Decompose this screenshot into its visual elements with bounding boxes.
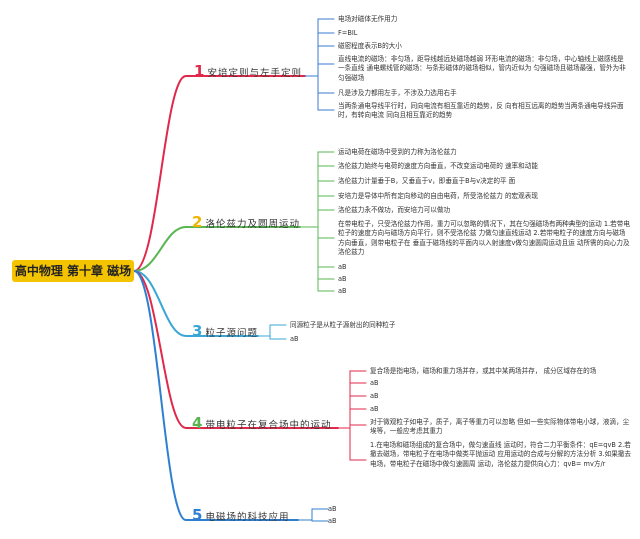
main-connector [133,270,299,521]
branch-label: 带电粒子在复合场中的运动 [205,420,332,431]
main-connector [133,270,259,337]
leaf-2-6: 在带电粒子，只受洛伦兹力作用，重力可以忽略的情况下，其在匀强磁场有两种典型的运动… [338,220,630,257]
main-connector [133,270,339,429]
leaf-2-7: aB [338,263,347,271]
leaf-4-2: aB [370,379,379,387]
branch-number: 5 [192,506,203,524]
leaf-4-6: 1.在电场和磁场组成的复合场中，做匀速直线 运动时，符合二力平衡条件：qE=qv… [370,441,632,468]
leaf-2-9: aB [338,287,347,295]
branch-label: 安培定则与左手定则 [207,68,302,79]
branch-number: 1 [194,62,205,80]
leaf-3-2: aB [290,335,299,343]
leaf-1-4: 直线电流的磁场：非匀场，距导线越远处磁场越弱 环形电流的磁场：非匀场，中心轴线上… [338,55,626,82]
leaf-2-1: 运动电荷在磁场中受到的力称为洛伦兹力 [338,148,457,156]
leaf-5-1: aB [328,505,337,513]
branch-number: 3 [192,322,203,340]
main-connector [133,75,306,272]
branch-number: 4 [192,414,203,432]
leaf-2-4: 安培力是导体中所有定向移动的自由电荷，所受洛伦兹力 的宏观表现 [338,192,538,200]
leaf-2-8: aB [338,275,347,283]
leaf-1-6: 当两条通电导线平行时，同向电流有相互靠近的趋势，反 向有相互远离的趋势当两条通电… [338,102,624,120]
leaf-4-3: aB [370,392,379,400]
branch-label: 洛伦兹力及圆周运动 [205,219,300,230]
root-topic[interactable]: 高中物理 第十章 磁场 [12,260,134,282]
leaf-2-3: 洛伦兹力计量垂于B，又垂直于v，即垂直于B与v决定的平 面 [338,177,516,185]
branch-number: 2 [192,213,203,231]
leaf-4-4: aB [370,405,379,413]
main-connector [133,226,301,272]
leaf-1-1: 电场对磁体无作用力 [338,15,398,23]
leaf-1-5: 凡是涉及力都用左手，不涉及力选用右手 [338,89,457,97]
leaf-2-2: 洛伦兹力始终与电荷的速度方向垂直，不改变运动电荷的 速率和动能 [338,162,538,170]
branch-label: 粒子源问题 [205,328,258,339]
leaf-1-3: 磁密程度表示B的大小 [338,42,402,50]
leaf-1-2: F=BIL [338,29,358,37]
leaf-3-1: 同源粒子是从粒子源射出的同种粒子 [290,321,396,329]
leaf-4-5: 对于微观粒子如电子，质子，离子等重力可以忽略 但如一些实际物体带电小球，液滴，尘… [370,418,630,436]
leaf-5-2: aB [328,517,337,525]
leaf-4-1: 复合场是指电场，磁场和重力场并存，或其中某两场并存， 成分区域存在的场 [370,367,597,375]
branch-label: 电磁场的科技应用 [205,512,290,523]
leaf-2-5: 洛伦兹力永不做功，而安培力可以做功 [338,206,451,214]
